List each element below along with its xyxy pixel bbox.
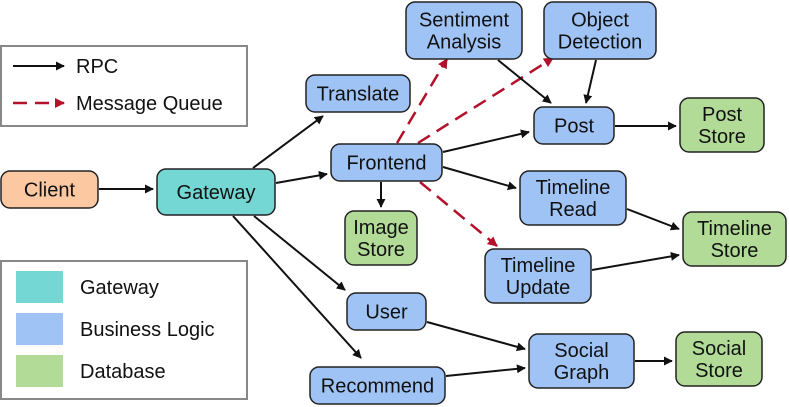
node-label-user-0: User xyxy=(365,302,408,324)
edge-legend-frame xyxy=(0,45,248,127)
node-label-sentiment-analysis-0: Sentiment xyxy=(419,10,509,32)
node-label-frontend-0: Frontend xyxy=(346,153,426,175)
edge-gateway-to-translate xyxy=(252,115,324,169)
node-label-post-store-0: Post xyxy=(702,104,742,126)
rpc-legend-label: RPC xyxy=(76,56,118,78)
node-box-gateway xyxy=(156,168,276,216)
node-label-timeline-read-1: Read xyxy=(549,199,597,221)
node-box-post-store xyxy=(679,97,765,153)
edge-user-to-social-graph xyxy=(426,321,526,352)
node-label-post-store-1: Store xyxy=(698,126,746,148)
queue-legend-label: Message Queue xyxy=(76,93,223,115)
node-box-user xyxy=(346,292,427,331)
edge-gateway-to-frontend xyxy=(275,170,328,184)
edge-object-detection-to-post xyxy=(583,59,597,104)
database-legend-label: Database xyxy=(80,361,166,383)
node-label-object-detection-1: Detection xyxy=(558,32,643,54)
node-label-post-0: Post xyxy=(554,116,594,138)
node-box-social-graph xyxy=(528,333,635,389)
node-frontend: Frontend xyxy=(330,143,443,182)
node-post: Post xyxy=(533,106,615,145)
node-gateway: Gateway xyxy=(156,168,276,216)
gateway-swatch xyxy=(16,271,63,303)
node-box-object-detection xyxy=(543,1,657,60)
node-label-client-0: Client xyxy=(24,180,76,202)
edge-legend: RPC Message Queue xyxy=(0,45,248,127)
node-label-timeline-update-0: Timeline xyxy=(501,255,576,277)
edge-frontend-to-timeline-update xyxy=(419,181,498,247)
node-box-social-store xyxy=(675,331,763,387)
node-label-timeline-read-0: Timeline xyxy=(536,177,611,199)
node-label-timeline-store-1: Store xyxy=(711,240,759,262)
node-box-timeline-update xyxy=(484,248,592,304)
node-box-post xyxy=(533,106,615,145)
node-box-recommend xyxy=(309,366,446,405)
database-swatch xyxy=(16,355,63,387)
node-box-timeline-read xyxy=(519,170,627,226)
edge-frontend-to-timeline-read xyxy=(442,166,517,191)
edges-layer xyxy=(99,56,680,377)
node-label-timeline-store-0: Timeline xyxy=(697,218,772,240)
node-box-timeline-store xyxy=(682,211,787,267)
node-translate: Translate xyxy=(305,74,411,113)
edge-gateway-to-user xyxy=(253,215,346,291)
node-label-image-store-1: Store xyxy=(357,239,405,261)
edge-frontend-to-sentiment-analysis xyxy=(395,58,449,144)
node-box-translate xyxy=(305,74,411,113)
node-label-gateway-0: Gateway xyxy=(177,182,256,204)
node-recommend: Recommend xyxy=(309,366,446,405)
node-label-social-store-0: Social xyxy=(692,338,746,360)
gateway-legend-label: Gateway xyxy=(80,277,159,299)
edge-timeline-read-to-timeline-store xyxy=(626,208,680,231)
node-box-sentiment-analysis xyxy=(405,1,523,60)
node-label-sentiment-analysis-1: Analysis xyxy=(427,32,501,54)
edge-frontend-to-post xyxy=(442,129,530,153)
edge-frontend-to-object-detection xyxy=(417,56,554,145)
business-logic-legend-label: Business Logic xyxy=(80,319,215,341)
type-legend: Gateway Business Logic Database xyxy=(0,260,248,400)
node-box-frontend xyxy=(330,143,443,182)
node-label-social-graph-0: Social xyxy=(554,340,608,362)
edge-sentiment-analysis-to-post xyxy=(497,59,552,104)
node-label-translate-0: Translate xyxy=(317,84,400,106)
node-box-client xyxy=(0,170,99,209)
node-label-image-store-0: Image xyxy=(353,217,409,239)
edge-gateway-to-recommend xyxy=(232,215,362,359)
node-box-image-store xyxy=(344,210,418,266)
node-label-social-graph-1: Graph xyxy=(554,362,610,384)
business-logic-swatch xyxy=(16,313,63,345)
node-user: User xyxy=(346,292,427,331)
node-client: Client xyxy=(0,170,99,209)
edge-timeline-update-to-timeline-store xyxy=(591,251,680,271)
edge-recommend-to-social-graph xyxy=(445,364,526,377)
node-label-object-detection-0: Object xyxy=(571,10,629,32)
node-label-social-store-1: Store xyxy=(695,360,743,382)
node-label-recommend-0: Recommend xyxy=(321,376,434,398)
node-label-timeline-update-1: Update xyxy=(506,277,571,299)
